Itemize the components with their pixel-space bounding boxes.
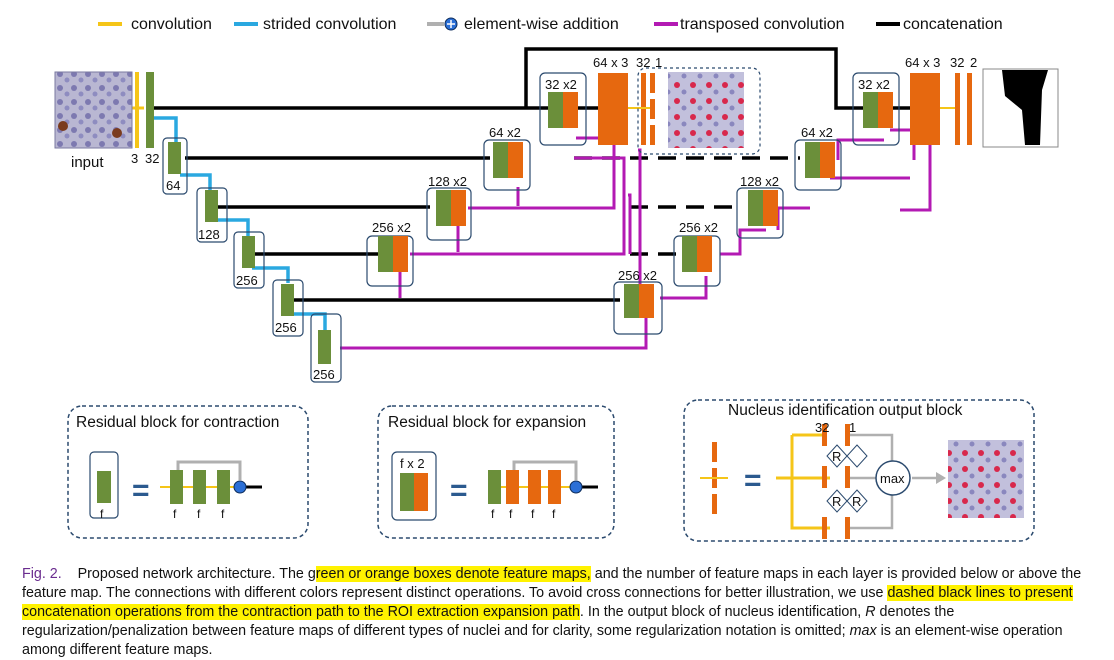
svg-text:f: f bbox=[221, 507, 225, 521]
contraction-block-128: 128 bbox=[196, 187, 228, 243]
svg-text:Residual block for expansion: Residual block for expansion bbox=[388, 414, 586, 431]
svg-text:max: max bbox=[880, 471, 905, 486]
residual-contraction-panel: Residual block for contraction f = f f f bbox=[67, 405, 309, 539]
svg-text:32: 32 bbox=[815, 420, 829, 435]
svg-text:Nucleus identification output: Nucleus identification output block bbox=[728, 402, 963, 419]
expansion-block-128-a: 128 x2 bbox=[426, 174, 472, 241]
svg-text:f: f bbox=[552, 507, 556, 521]
caption-highlight: reen or orange boxes denote feature maps… bbox=[315, 566, 591, 582]
svg-text:256 x2: 256 x2 bbox=[372, 220, 411, 235]
contraction-block-256-b: 256 bbox=[272, 279, 304, 337]
concatenation-lines bbox=[152, 47, 910, 302]
caption-italic: R bbox=[865, 604, 876, 620]
nucleus-output-image bbox=[948, 440, 1024, 518]
roi-mask-output bbox=[982, 68, 1059, 148]
contraction-block-64: 64 bbox=[162, 137, 188, 195]
input-nucleus-marker bbox=[112, 128, 122, 138]
bottom-expansion-block-256: 256 x2 bbox=[613, 268, 663, 335]
svg-text:f x 2: f x 2 bbox=[400, 456, 425, 471]
svg-text:128 x2: 128 x2 bbox=[428, 174, 467, 189]
caption-text: . In the output block of nucleus identif… bbox=[579, 604, 866, 620]
nucleus-output-preview bbox=[637, 67, 761, 155]
figure-caption: Fig. 2. Proposed network architecture. T… bbox=[22, 565, 1097, 660]
input-nucleus-marker bbox=[58, 121, 68, 131]
legend-transposed-label: transposed convolution bbox=[680, 16, 845, 33]
contraction-block-256-a: 256 bbox=[233, 231, 265, 289]
first-conv-label: 32 bbox=[145, 151, 159, 166]
transposed-convolution-lines bbox=[340, 128, 932, 350]
legend-addition-label: element-wise addition bbox=[464, 16, 619, 33]
svg-text:256 x2: 256 x2 bbox=[618, 268, 657, 283]
svg-text:f: f bbox=[100, 507, 104, 521]
svg-text:1: 1 bbox=[655, 55, 662, 70]
svg-text:=: = bbox=[744, 464, 762, 497]
svg-text:2: 2 bbox=[970, 55, 977, 70]
svg-text:32 x2: 32 x2 bbox=[858, 77, 890, 92]
expansion-block-256-right: 256 x2 bbox=[673, 220, 721, 287]
legend-convolution-label: convolution bbox=[131, 16, 212, 33]
svg-text:128 x2: 128 x2 bbox=[740, 174, 779, 189]
svg-text:32 x2: 32 x2 bbox=[545, 77, 577, 92]
svg-text:128: 128 bbox=[198, 227, 220, 242]
roi-output-feature-stack: 64 x 3 32 1 bbox=[593, 55, 662, 145]
input-conv-bar bbox=[135, 72, 139, 148]
svg-text:64 x2: 64 x2 bbox=[489, 125, 521, 140]
svg-text:f: f bbox=[197, 507, 201, 521]
svg-text:256 x2: 256 x2 bbox=[679, 220, 718, 235]
contraction-block-256-c: 256 bbox=[310, 313, 342, 383]
expansion-block-64-right: 64 x2 bbox=[794, 125, 842, 191]
figure-number: Fig. 2. bbox=[22, 566, 62, 582]
svg-text:R: R bbox=[832, 449, 841, 464]
svg-text:f: f bbox=[491, 507, 495, 521]
caption-text: and the number of feature maps in each l… bbox=[22, 566, 1082, 601]
caption-italic: max bbox=[849, 623, 877, 639]
legend: convolution strided convolution element-… bbox=[98, 16, 1003, 33]
svg-text:256: 256 bbox=[236, 273, 258, 288]
svg-text:64 x 3: 64 x 3 bbox=[593, 55, 628, 70]
expansion-block-32-right: 32 x2 bbox=[852, 72, 900, 146]
svg-text:256: 256 bbox=[275, 320, 297, 335]
input-label: input bbox=[71, 154, 104, 171]
input-channels-label: 3 bbox=[131, 151, 138, 166]
first-feature-map bbox=[146, 72, 154, 148]
nucleus-output-panel: Nucleus identification output block = 32… bbox=[683, 399, 1035, 542]
legend-strided-label: strided convolution bbox=[263, 16, 396, 33]
caption-text: denotes the regularization/penalization … bbox=[22, 604, 955, 639]
svg-text:32: 32 bbox=[636, 55, 650, 70]
svg-text:R: R bbox=[832, 494, 841, 509]
svg-text:64 x 3: 64 x 3 bbox=[905, 55, 940, 70]
svg-text:f: f bbox=[173, 507, 177, 521]
addition-icon bbox=[427, 17, 458, 31]
svg-text:=: = bbox=[132, 474, 150, 507]
svg-text:32: 32 bbox=[950, 55, 964, 70]
network-diagram: input 3 32 64 128 256 256 256 bbox=[54, 47, 1059, 383]
caption-text: Proposed network architecture. The g bbox=[77, 566, 316, 582]
svg-text:=: = bbox=[450, 474, 468, 507]
expansion-block-256-a: 256 x2 bbox=[366, 220, 414, 287]
svg-text:R: R bbox=[852, 494, 861, 509]
expansion-block-32-a: 32 x2 bbox=[539, 72, 587, 146]
caption-text: is an element-wise operation among diffe… bbox=[22, 623, 1063, 658]
svg-text:f: f bbox=[531, 507, 535, 521]
svg-text:Residual block for contraction: Residual block for contraction bbox=[76, 414, 279, 431]
svg-text:64: 64 bbox=[166, 178, 180, 193]
architecture-figure: convolution strided convolution element-… bbox=[54, 16, 1059, 542]
legend-concatenation-label: concatenation bbox=[903, 16, 1003, 33]
expansion-block-128-right: 128 x2 bbox=[736, 174, 784, 239]
roi-final-feature-stack: 64 x 3 32 2 bbox=[905, 55, 977, 145]
residual-expansion-panel: Residual block for expansion f x 2 = f f… bbox=[377, 405, 615, 539]
svg-text:64 x2: 64 x2 bbox=[801, 125, 833, 140]
svg-text:f: f bbox=[509, 507, 513, 521]
svg-text:256: 256 bbox=[313, 367, 335, 382]
svg-text:1: 1 bbox=[849, 420, 856, 435]
expansion-block-64-a: 64 x2 bbox=[483, 125, 531, 191]
